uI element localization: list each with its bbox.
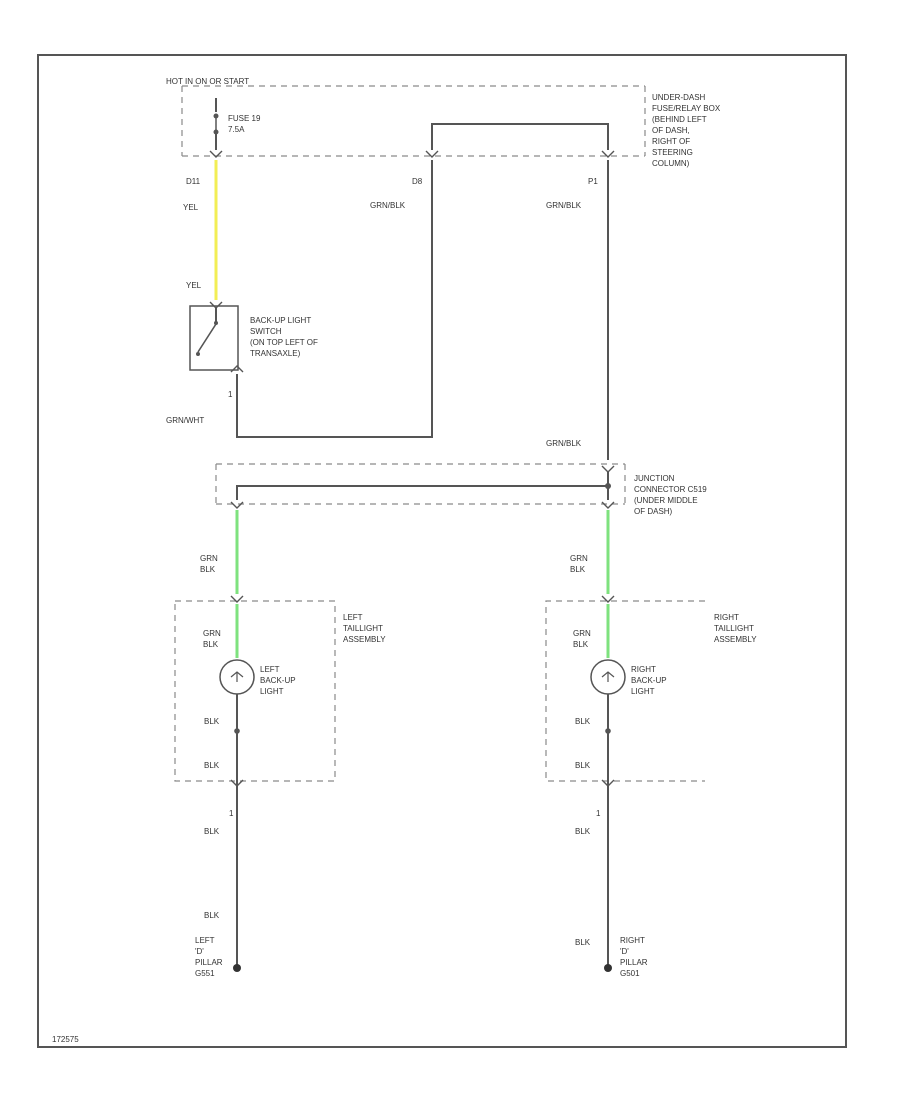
d8-p1-bridge-wire	[431, 123, 609, 150]
left-blk2-label: BLK	[204, 761, 220, 770]
grn-blk-p1-label: GRN/BLK	[546, 201, 582, 210]
left-blk3-label: BLK	[204, 827, 220, 836]
right-assembly-label: RIGHT TAILLIGHT ASSEMBLY	[714, 613, 757, 644]
left-lamp-filament	[230, 671, 244, 682]
switch-blade	[197, 323, 217, 353]
fuse-bottom-terminal	[213, 129, 219, 135]
grn-blk-d8-label: GRN/BLK	[370, 201, 406, 210]
switch-top-connector	[209, 301, 223, 309]
left-wire-top-label: GRN BLK	[200, 554, 220, 574]
grn-blk-junction-label: GRN/BLK	[546, 439, 582, 448]
pin-d11-connector	[209, 150, 223, 158]
junction-left-out-connector	[230, 501, 244, 509]
right-blk1-label: BLK	[575, 717, 591, 726]
switch-pin-label: 1	[228, 390, 233, 399]
fuse-label: FUSE 19 7.5A	[228, 114, 263, 134]
switch-bottom-connector	[230, 365, 244, 373]
left-assembly-connector	[230, 595, 244, 603]
pin-d11-label: D11	[186, 177, 201, 186]
junction-right-out-connector	[601, 501, 615, 509]
right-ground-connector	[601, 779, 615, 787]
backup-switch-label: BACK-UP LIGHT SWITCH (ON TOP LEFT OF TRA…	[250, 316, 320, 358]
yel-top-label: YEL	[183, 203, 199, 212]
right-blk3-label: BLK	[575, 827, 591, 836]
left-taillight-box	[174, 600, 336, 782]
left-in-wire-label: GRN BLK	[203, 629, 223, 649]
right-lamp-filament	[601, 671, 615, 682]
switch-contact-point	[196, 352, 200, 356]
left-blk1-label: BLK	[204, 717, 220, 726]
left-ground-point	[233, 964, 241, 972]
yel-bottom-label: YEL	[186, 281, 202, 290]
diagram-frame	[37, 54, 847, 1048]
junction-bus-wire	[236, 472, 609, 500]
pin-d8-label: D8	[412, 177, 423, 186]
right-splice	[605, 728, 611, 734]
left-assembly-label: LEFT TAILLIGHT ASSEMBLY	[343, 613, 386, 644]
pin-d8-connector	[425, 150, 439, 158]
backup-switch-box	[189, 305, 239, 371]
right-pin1-label: 1	[596, 809, 601, 818]
hot-label: HOT IN ON OR START	[166, 77, 249, 86]
pin-p1-connector	[601, 150, 615, 158]
right-blk4-label: BLK	[575, 938, 591, 947]
pin-p1-label: P1	[588, 177, 598, 186]
grn-wht-wire	[236, 160, 433, 438]
left-blk4-label: BLK	[204, 911, 220, 920]
left-pin1-label: 1	[229, 809, 234, 818]
right-ground-label: RIGHT 'D' PILLAR G501	[620, 936, 650, 978]
left-splice	[234, 728, 240, 734]
right-taillight-box	[545, 600, 705, 782]
left-lamp-label: LEFT BACK-UP LIGHT	[260, 665, 298, 696]
right-lamp-label: RIGHT BACK-UP LIGHT	[631, 665, 669, 696]
left-ground-label: LEFT 'D' PILLAR G551	[195, 936, 225, 978]
right-assembly-connector	[601, 595, 615, 603]
fuse-top-terminal	[213, 113, 219, 119]
left-ground-connector	[230, 779, 244, 787]
right-in-wire-label: GRN BLK	[573, 629, 593, 649]
grn-wht-label: GRN/WHT	[166, 416, 204, 425]
right-blk2-label: BLK	[575, 761, 591, 770]
fuse-box-label: UNDER-DASH FUSE/RELAY BOX (BEHIND LEFT O…	[652, 93, 722, 168]
junction-input-connector	[601, 465, 615, 473]
figure-id: 172575	[52, 1035, 79, 1044]
switch-pivot	[214, 321, 218, 325]
right-wire-top-label: GRN BLK	[570, 554, 590, 574]
junction-label: JUNCTION CONNECTOR C519 (UNDER MIDDLE OF…	[634, 474, 709, 516]
right-ground-point	[604, 964, 612, 972]
